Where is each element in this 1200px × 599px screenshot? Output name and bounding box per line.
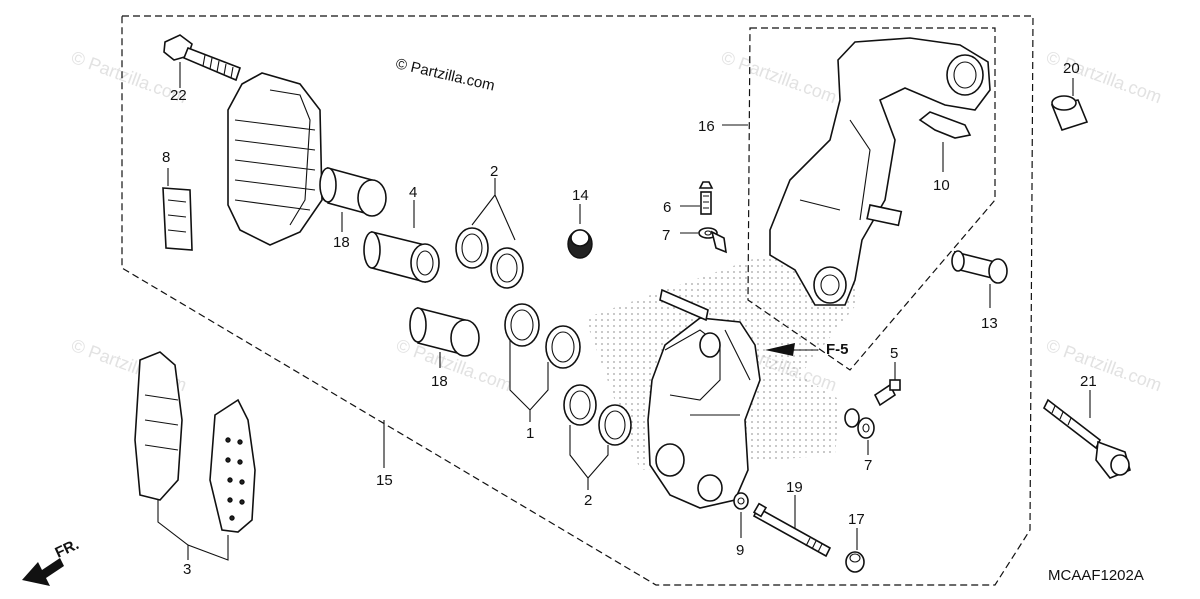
washer-7-upper [698, 227, 727, 254]
callout-7: 7 [662, 227, 670, 244]
callout-15: 15 [376, 472, 393, 489]
callout-3: 3 [183, 561, 191, 578]
washer-9 [733, 492, 749, 510]
washer-7-lower [844, 408, 875, 439]
ref-arrow [765, 343, 818, 356]
callouts: 22 8 18 4 2 14 6 7 16 10 20 13 18 1 15 2… [162, 60, 1097, 578]
callout-21: 21 [1080, 373, 1097, 390]
bleeder-5 [873, 379, 901, 407]
diagram-code: MCAAF1202A [1048, 567, 1144, 584]
callout-16: 16 [698, 118, 715, 135]
callout-13: 13 [981, 315, 998, 332]
ref-label: F-5 [826, 341, 849, 358]
front-direction-arrow [22, 558, 64, 586]
brake-pads-3 [134, 351, 256, 533]
piston-4 [363, 230, 440, 284]
bracket-outline [747, 27, 996, 371]
callout-19: 19 [786, 479, 803, 496]
bolt-22 [163, 34, 242, 82]
callout-17: 17 [848, 511, 865, 528]
pad-pin-19 [752, 502, 832, 558]
callout-4: 4 [409, 184, 417, 201]
callout-18: 18 [431, 373, 448, 390]
assembly-outline [121, 15, 1034, 586]
seal-set-2-lower [563, 384, 632, 446]
watermark-text: © Partzilla.com [719, 47, 840, 107]
clip-10 [918, 111, 972, 139]
seal-set-1 [504, 303, 581, 369]
collar-18-lower [409, 306, 480, 357]
callout-2: 2 [584, 492, 592, 509]
callout-18: 18 [333, 234, 350, 251]
bleeder-screw-6 [698, 181, 714, 215]
callout-14: 14 [572, 187, 589, 204]
caliper-body [647, 288, 761, 509]
callout-2: 2 [490, 163, 498, 180]
callout-6: 6 [663, 199, 671, 216]
pin-13 [951, 250, 1008, 284]
collar-18-upper [319, 166, 387, 217]
seal-set-2-upper [455, 227, 524, 289]
callout-20: 20 [1063, 60, 1080, 77]
callout-5: 5 [890, 345, 898, 362]
copyright-text: © Partzilla.com [394, 55, 496, 94]
callout-8: 8 [162, 149, 170, 166]
bracket-16 [769, 37, 991, 306]
callout-9: 9 [736, 542, 744, 559]
collar-20 [1050, 95, 1089, 131]
plug-17 [845, 551, 865, 573]
callout-10: 10 [933, 177, 950, 194]
bolt-21 [1042, 398, 1131, 479]
caliper-half [227, 72, 323, 246]
front-label: FR. [53, 536, 82, 562]
callout-1: 1 [526, 425, 534, 442]
callout-7: 7 [864, 457, 872, 474]
bleeder-cap-14 [567, 229, 593, 259]
pad-spring-8 [162, 187, 193, 251]
callout-22: 22 [170, 87, 187, 104]
watermark-text: © Partzilla.com [1044, 335, 1165, 395]
